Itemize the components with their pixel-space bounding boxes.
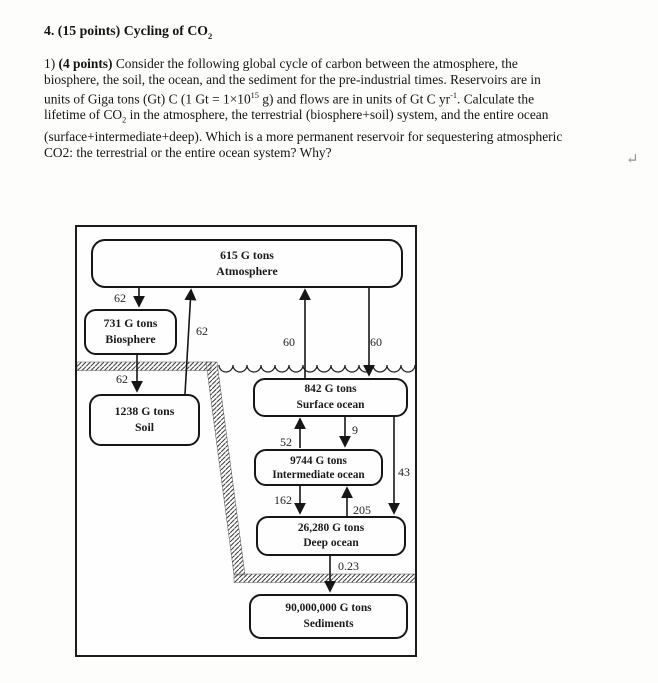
question-line-3: units of Giga tons (Gt) C (1 Gt = 1×1015…: [44, 91, 535, 107]
flow-label-intermediate-surface: 52: [280, 435, 292, 449]
ocean-surface-wave: [218, 364, 415, 373]
continental-slope-hatch: [205, 361, 246, 576]
flow-label-atmosphere-biosphere: 62: [114, 291, 126, 305]
question-title-text: 4. (15 points) Cycling of CO: [44, 23, 209, 38]
question-title-subscript: 2: [208, 30, 213, 41]
flow-label-intermediate-deep: 162: [274, 493, 292, 507]
question-paragraph: 1) (4 points) Consider the following glo…: [44, 56, 562, 161]
question-line-2: biosphere, the soil, the ocean, and the …: [44, 72, 541, 87]
question-title: 4. (15 points) Cycling of CO2: [44, 23, 212, 41]
flow-label-deep-sediments: 0.23: [338, 559, 359, 573]
ground-surface-hatch: [77, 361, 212, 371]
flow-label-atmosphere-surface: 60: [370, 335, 382, 349]
question-line-4: lifetime of CO2 in the atmosphere, the t…: [44, 107, 549, 126]
question-line-1: 1) (4 points) Consider the following glo…: [44, 56, 518, 71]
diagram-linework: [77, 286, 415, 593]
flow-arrow-soil-atmosphere: [184, 288, 197, 395]
paragraph-return-icon: ↵: [626, 152, 639, 168]
flow-label-biosphere-soil: 62: [116, 372, 128, 386]
flow-label-surface-deep: 43: [398, 465, 410, 479]
question-line-5: (surface+intermediate+deep). Which is a …: [44, 129, 563, 145]
flow-label-surface-atmosphere: 60: [283, 335, 295, 349]
flow-label-surface-intermediate: 9: [352, 423, 358, 437]
flow-label-deep-intermediate: 205: [353, 503, 371, 517]
sea-floor-hatch: [233, 573, 415, 583]
question-line-6: CO2: the terrestrial or the entire ocean…: [44, 145, 332, 161]
flow-label-soil-atmosphere: 62: [196, 324, 208, 338]
